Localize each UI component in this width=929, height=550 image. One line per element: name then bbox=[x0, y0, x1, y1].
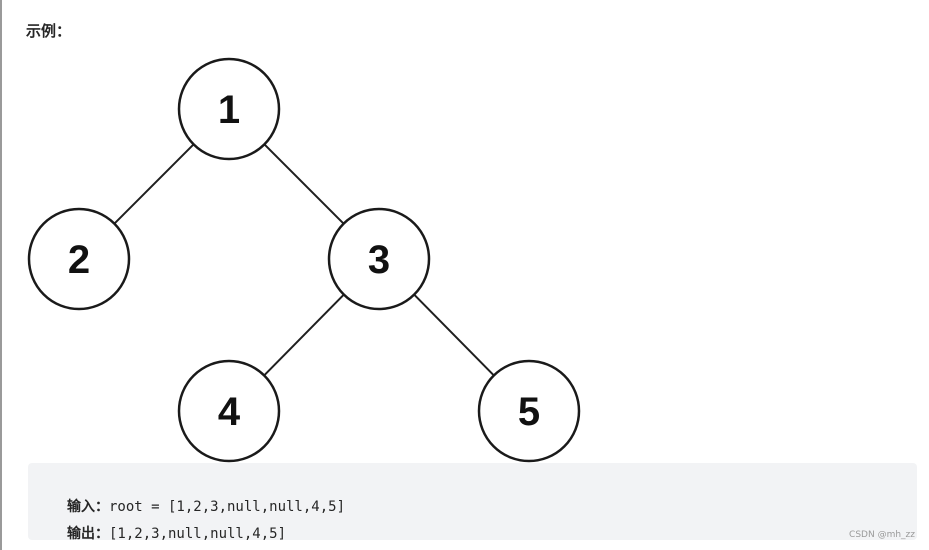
output-value: [1,2,3,null,null,4,5] bbox=[109, 526, 287, 542]
tree-node-label: 3 bbox=[368, 238, 390, 282]
input-label: 输入： bbox=[67, 499, 109, 515]
tree-edge-n3-n5 bbox=[413, 293, 495, 377]
tree-edges bbox=[113, 143, 495, 377]
input-value: root = [1,2,3,null,null,4,5] bbox=[109, 499, 346, 515]
tree-edge-n1-n2 bbox=[113, 143, 195, 225]
tree-node-circle bbox=[27, 207, 131, 311]
tree-node-3: 3 bbox=[327, 207, 431, 311]
tree-node-1: 1 bbox=[177, 57, 281, 161]
tree-node-2: 2 bbox=[27, 207, 131, 311]
tree-node-5: 5 bbox=[477, 359, 581, 463]
tree-nodes: 1 2 3 4 5 bbox=[27, 57, 581, 463]
tree-node-circle bbox=[327, 207, 431, 311]
tree-node-4: 4 bbox=[177, 359, 281, 463]
tree-node-label: 4 bbox=[218, 390, 241, 434]
tree-node-circle bbox=[177, 359, 281, 463]
binary-tree-diagram: 1 2 3 4 5 bbox=[27, 57, 581, 463]
tree-node-label: 1 bbox=[218, 88, 240, 132]
tree-node-label: 5 bbox=[518, 390, 540, 434]
tree-node-circle bbox=[177, 57, 281, 161]
tree-node-circle bbox=[477, 359, 581, 463]
watermark: CSDN @mh_zz bbox=[849, 530, 915, 540]
input-line: 输入：root = [1,2,3,null,null,4,5] bbox=[46, 480, 345, 532]
tree-edge-n3-n4 bbox=[263, 293, 345, 377]
tree-edge-n1-n3 bbox=[263, 143, 345, 225]
example-heading: 示例： bbox=[26, 22, 72, 40]
output-label: 输出： bbox=[67, 526, 109, 542]
tree-node-label: 2 bbox=[68, 238, 90, 282]
output-line: 输出：[1,2,3,null,null,4,5] bbox=[46, 507, 286, 550]
example-code-block: 输入：root = [1,2,3,null,null,4,5] 输出：[1,2,… bbox=[28, 463, 917, 542]
